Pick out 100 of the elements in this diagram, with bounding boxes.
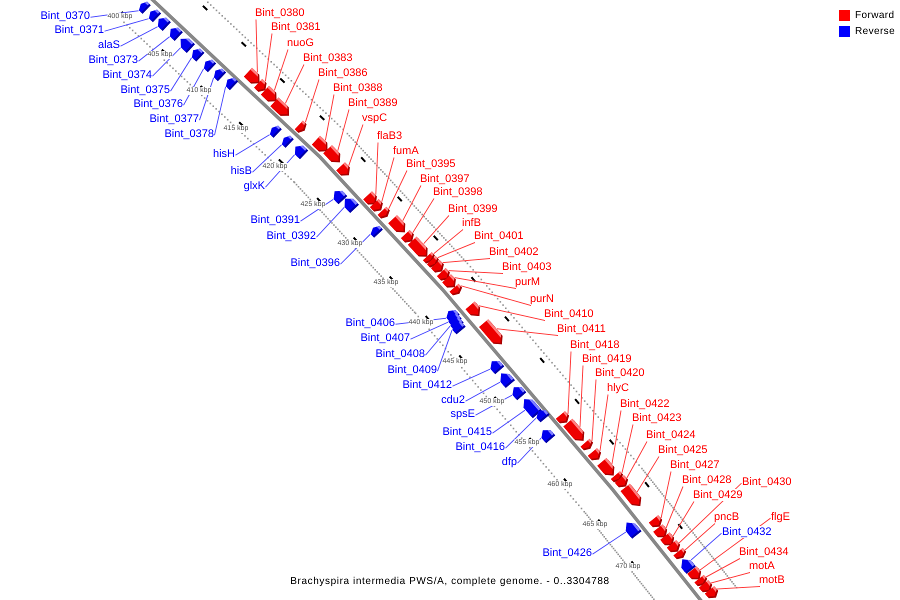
gene-label: glxK [244,180,265,192]
gene-block [597,458,614,476]
gene-label: Bint_0423 [632,412,682,424]
gene-block [370,226,383,238]
gene-block [626,522,642,539]
gene-block [180,38,195,53]
gene-label: Bint_0430 [742,476,792,488]
leader-line [666,486,684,528]
gene-block [370,199,383,212]
gene-block [344,198,359,213]
gene-label: motA [749,560,775,572]
gene-label: Bint_0420 [595,367,645,379]
leader-line [454,277,516,289]
leader-line [316,206,345,238]
gene-label: infB [462,217,481,229]
gene-block [452,322,466,334]
gene-label: Bint_0383 [303,52,353,64]
gene-block [466,302,480,316]
gene-label: Bint_0412 [402,379,452,391]
gene-block [673,548,686,560]
leader-line [425,326,450,356]
gene-label: Bint_0434 [739,546,789,558]
gene-label: Bint_0376 [133,98,183,110]
gene-label: fumA [393,145,419,157]
gene-label: Bint_0401 [474,230,524,242]
gene-label: Bint_0406 [345,317,395,329]
leader-line [505,418,536,449]
leader-line [592,532,626,555]
leader-line [274,49,288,91]
gene-label: Bint_0396 [290,257,340,269]
gene-label: Bint_0409 [387,364,437,376]
gene-block [648,515,662,528]
gene-block [556,411,570,424]
leader-line [452,368,490,387]
gene-label: motB [759,574,785,586]
leader-line [460,285,532,306]
gene-label: Bint_0389 [348,97,398,109]
gene-label: spsE [450,408,475,420]
legend-label: Forward [855,10,894,21]
gene-block [294,146,308,160]
gene-block [620,484,642,506]
caption: Brachyspira intermedia PWS/A, complete genome. - 0..3304788 [290,576,610,587]
gene-label: Bint_0381 [271,21,321,33]
gene-label: Bint_0418 [570,339,620,351]
leader-line [706,558,740,578]
leader-line [465,382,500,402]
leader-line [214,86,226,136]
gene-label: Bint_0419 [582,353,632,365]
gene-block [260,86,277,102]
gene-label: Bint_0415 [442,426,492,438]
gene-label: Bint_0371 [54,24,104,36]
gene-block [312,136,328,152]
gene-label: nuoG [287,37,314,49]
gene-label: hisB [230,165,252,177]
leader-line [388,170,408,210]
gene-label: Bint_0391 [250,214,300,226]
gene-block [450,284,462,296]
gene-label: Bint_0380 [255,7,305,19]
gene-block [536,410,550,422]
gene-label: Bint_0374 [102,69,152,81]
gene-block [653,524,668,538]
leader-line [412,198,434,234]
leader-line [496,328,558,336]
gene-block [294,120,307,133]
leader-line [568,351,572,414]
leader-line [252,144,282,173]
gene-block [400,230,414,243]
gene-label: Bint_0426 [542,547,592,559]
gene-block [563,418,584,441]
leader-line [580,365,584,428]
gene-label: Bint_0427 [670,459,720,471]
gene-label: Bint_0378 [164,128,214,140]
leader-line [672,501,694,536]
leader-line [402,185,422,222]
gene-label: dfp [502,456,517,468]
gene-block [408,236,428,257]
gene-block [192,48,204,62]
leader-line [437,242,476,258]
gene-block [138,2,151,14]
gene-block [580,438,594,450]
leader-line [612,410,622,464]
leader-line [600,394,608,452]
leader-line [684,523,716,550]
leader-line [716,586,760,590]
gene-block [500,373,515,388]
gene-label: Bint_0398 [433,186,483,198]
gene-block [430,260,444,273]
gene-label: Bint_0395 [406,158,456,170]
gene-label: Bint_0377 [149,113,199,125]
gene-block [244,68,260,84]
gene-label: cdu2 [441,394,465,406]
legend-label: Reverse [855,26,896,37]
gene-block [687,566,702,580]
gene-label: purN [530,293,554,305]
leader-line [636,456,660,492]
gene-label: alaS [98,39,120,51]
leader-line [375,142,378,196]
gene-label: Bint_0399 [448,203,498,215]
gene-block [323,145,340,162]
gene-block [170,28,183,41]
